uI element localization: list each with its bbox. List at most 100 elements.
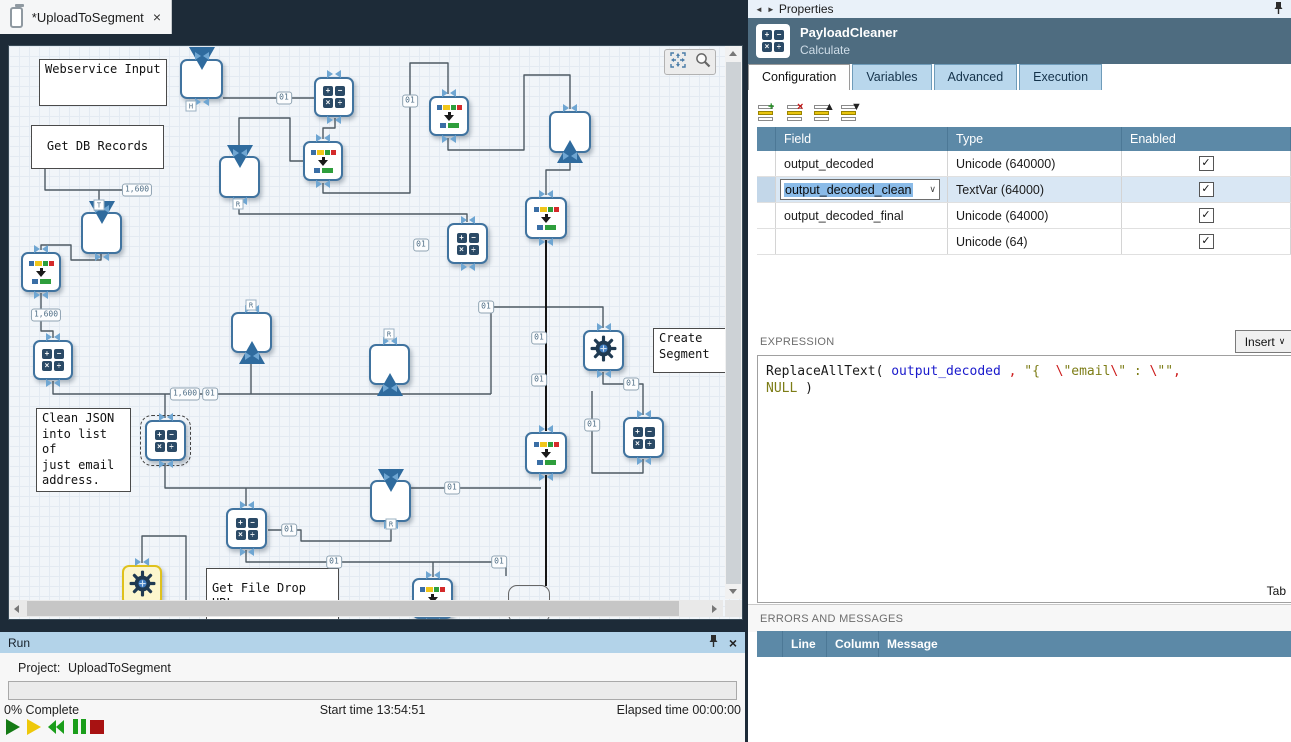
enabled-checkbox[interactable]: ✓ bbox=[1198, 208, 1214, 223]
node-calculate-node-selected[interactable]: +−×÷ bbox=[140, 413, 191, 468]
tab-advanced[interactable]: Advanced bbox=[933, 64, 1018, 90]
pin-icon[interactable] bbox=[708, 634, 719, 651]
vertical-scroll-thumb[interactable] bbox=[726, 62, 741, 584]
scroll-down-icon[interactable] bbox=[725, 584, 740, 599]
field-type-cell[interactable]: TextVar (64000) bbox=[948, 177, 1122, 202]
field-row[interactable]: output_decoded_clean∨ TextVar (64000) ✓ bbox=[757, 177, 1291, 203]
horizontal-scroll-thumb[interactable] bbox=[27, 601, 679, 616]
node-transform-map-node[interactable] bbox=[21, 245, 61, 299]
record-count-badge: 01 bbox=[413, 238, 429, 252]
node-calculate-node[interactable]: +−×÷ bbox=[623, 410, 664, 465]
project-name: UploadToSegment bbox=[68, 661, 171, 675]
insert-button[interactable]: Insert ∨ bbox=[1235, 330, 1291, 353]
field-type-cell[interactable]: Unicode (640000) bbox=[948, 151, 1122, 176]
canvas-horizontal-scrollbar[interactable] bbox=[9, 600, 723, 617]
port-label: R bbox=[383, 328, 395, 340]
calculator-icon: +−×÷ bbox=[456, 232, 479, 255]
expression-code[interactable]: ReplaceAllText( output_decoded , "{ \"em… bbox=[766, 363, 1283, 397]
output-connector-icon bbox=[563, 152, 577, 160]
play-button[interactable] bbox=[4, 718, 22, 735]
port-label: T bbox=[93, 199, 105, 211]
fit-to-window-icon[interactable] bbox=[669, 51, 687, 74]
enabled-checkbox[interactable]: ✓ bbox=[1198, 182, 1214, 197]
step-type: Calculate bbox=[800, 43, 851, 57]
node-transform-map-node[interactable] bbox=[429, 89, 469, 143]
document-tab[interactable]: *UploadToSegment × bbox=[0, 0, 172, 34]
node-calculate-node[interactable]: +−×÷ bbox=[33, 333, 73, 387]
node-input-source-node[interactable] bbox=[219, 145, 260, 205]
annotation-box[interactable]: Webservice Input bbox=[39, 59, 167, 106]
scroll-up-icon[interactable] bbox=[725, 46, 740, 61]
chevron-down-icon[interactable]: ∨ bbox=[929, 184, 936, 194]
node-transform-map-node[interactable] bbox=[525, 425, 567, 481]
step-button[interactable] bbox=[25, 718, 43, 735]
node-webservice-input-node[interactable] bbox=[180, 47, 223, 106]
row-selector[interactable] bbox=[757, 203, 776, 228]
field-type-cell[interactable]: Unicode (64000) bbox=[948, 203, 1122, 228]
field-name-cell[interactable] bbox=[776, 229, 948, 254]
nav-right-icon[interactable]: ► bbox=[766, 4, 775, 14]
node-transform-map-node[interactable] bbox=[525, 190, 567, 246]
annotation-box[interactable]: Clean JSON into list of just email addre… bbox=[36, 408, 131, 492]
annotation-box[interactable]: Get DB Records bbox=[31, 125, 164, 169]
record-count-badge: 01 bbox=[531, 331, 547, 345]
magnifier-icon[interactable] bbox=[694, 51, 712, 74]
close-icon[interactable]: × bbox=[728, 634, 737, 651]
properties-titlebar: ◄ ► Properties bbox=[748, 0, 1291, 18]
output-connector-icon bbox=[194, 98, 209, 106]
pin-icon[interactable] bbox=[1273, 1, 1284, 18]
tab-configuration[interactable]: Configuration bbox=[748, 64, 851, 90]
row-selector[interactable] bbox=[757, 229, 776, 254]
funnel-down-icon bbox=[377, 469, 404, 510]
expression-editor[interactable]: ReplaceAllText( output_decoded , "{ \"em… bbox=[757, 355, 1291, 603]
delete-field-button[interactable]: × bbox=[787, 102, 807, 122]
tab-execution[interactable]: Execution bbox=[1019, 64, 1103, 90]
node-output-target-node[interactable] bbox=[231, 305, 272, 364]
errors-column-column: Column bbox=[827, 631, 880, 657]
pause-button[interactable] bbox=[70, 718, 88, 735]
input-connector-icon bbox=[563, 104, 577, 112]
add-field-button[interactable]: + bbox=[758, 102, 778, 122]
nav-left-icon[interactable]: ◄ bbox=[755, 4, 763, 14]
node-input-source-node[interactable] bbox=[370, 469, 411, 529]
field-name-cell[interactable]: output_decoded_clean∨ bbox=[776, 177, 948, 202]
node-transform-map-node[interactable] bbox=[303, 134, 343, 188]
canvas-vertical-scrollbar[interactable] bbox=[725, 46, 742, 599]
tab-close-icon[interactable]: × bbox=[152, 9, 161, 25]
node-output-target-node[interactable] bbox=[369, 337, 410, 396]
field-type-cell[interactable]: Unicode (64) bbox=[948, 229, 1122, 254]
expression-token: ( bbox=[875, 364, 892, 379]
errors-header-row: Line Column Message bbox=[757, 631, 1291, 657]
stop-button[interactable] bbox=[88, 718, 106, 735]
field-name-combo[interactable]: output_decoded_clean∨ bbox=[780, 179, 940, 200]
node-text-output-node[interactable]: txt bbox=[549, 104, 591, 163]
scroll-right-icon[interactable] bbox=[707, 601, 722, 616]
tab-variables[interactable]: Variables bbox=[852, 64, 932, 90]
field-row[interactable]: Unicode (64) ✓ bbox=[757, 229, 1291, 255]
field-menu-button[interactable]: ▼ bbox=[841, 102, 862, 122]
node-calculate-node[interactable]: +−×÷ bbox=[314, 70, 354, 124]
field-name-cell[interactable]: output_decoded bbox=[776, 151, 948, 176]
scroll-left-icon[interactable] bbox=[9, 601, 24, 616]
elapsed-time: Elapsed time 00:00:00 bbox=[616, 703, 741, 717]
enabled-checkbox[interactable]: ✓ bbox=[1198, 234, 1214, 249]
field-name-cell[interactable]: output_decoded_final bbox=[776, 203, 948, 228]
node-input-source-node[interactable] bbox=[81, 201, 122, 261]
enabled-checkbox[interactable]: ✓ bbox=[1198, 156, 1214, 171]
expression-token: "email bbox=[1063, 364, 1111, 379]
column-header-enabled: Enabled bbox=[1122, 127, 1291, 151]
row-selector[interactable] bbox=[757, 151, 776, 176]
node-calculate-node[interactable]: +−×÷ bbox=[226, 501, 267, 556]
node-calculate-node[interactable]: +−×÷ bbox=[447, 216, 488, 271]
rewind-button[interactable] bbox=[47, 718, 65, 735]
row-selector[interactable] bbox=[757, 177, 776, 202]
node-process-invoke-node[interactable] bbox=[583, 323, 624, 378]
move-field-up-button[interactable]: ▲ bbox=[814, 102, 835, 122]
run-panel-titlebar[interactable]: Run × bbox=[0, 632, 745, 653]
output-connector-icon bbox=[460, 263, 475, 271]
